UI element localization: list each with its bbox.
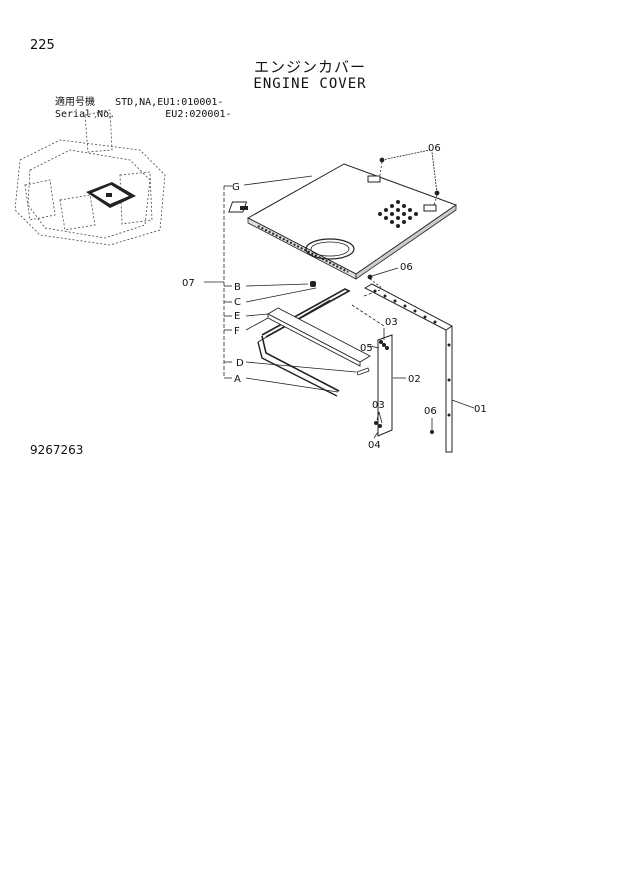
serial-value-1: STD,NA,EU1:010001- <box>115 97 224 108</box>
vent-grille <box>378 200 418 228</box>
callout-b: B <box>234 282 241 293</box>
foam-strip-f <box>267 307 371 367</box>
hinge-brackets <box>367 175 437 212</box>
leader-lines <box>204 175 475 409</box>
callout-07: 07 <box>182 278 195 289</box>
callout-03-lower: 03 <box>372 400 385 411</box>
page-number: 225 <box>30 38 55 53</box>
bracket-01 <box>363 283 453 453</box>
serial-label-en: Serial No. <box>55 109 116 120</box>
machine-thumbnail <box>14 109 166 246</box>
callout-f: F <box>234 326 240 337</box>
callout-e: E <box>234 311 240 322</box>
small-hardware <box>369 328 434 439</box>
title-japanese: エンジンカバー <box>253 58 366 76</box>
callout-03-upper: 03 <box>385 317 398 328</box>
callout-labels: 06 06 07 G B C E F D A 03 05 02 01 03 04… <box>182 143 487 451</box>
bolt-06-mid <box>367 267 399 289</box>
side-plate-02 <box>377 334 393 437</box>
serial-line-1: 適用号機 STD,NA,EU1:010001- <box>55 97 223 109</box>
serial-value-2: EU2:020001- <box>165 109 232 120</box>
callout-02: 02 <box>408 374 421 385</box>
lock-latch <box>228 201 248 213</box>
drawing-number: 9267263 <box>30 443 84 457</box>
engine-cover-panel <box>228 163 458 280</box>
seal-b <box>310 281 316 287</box>
bolt-06-top <box>379 149 440 206</box>
callout-06-top: 06 <box>428 143 441 154</box>
serial-label-jp: 適用号機 <box>55 97 95 108</box>
strip-d <box>356 367 370 376</box>
callout-d: D <box>236 358 244 369</box>
callout-01: 01 <box>474 404 487 415</box>
callout-04: 04 <box>368 440 381 451</box>
callout-c: C <box>234 297 241 308</box>
title-english: ENGINE COVER <box>253 76 367 92</box>
callout-g: G <box>232 182 240 193</box>
serial-line-2: Serial No. EU2:020001- <box>55 109 232 121</box>
seal-strips <box>257 288 351 397</box>
callout-06-low: 06 <box>424 406 437 417</box>
callout-a: A <box>234 374 241 385</box>
callout-05: 05 <box>360 343 373 354</box>
machine-thumbnail-highlight <box>86 182 136 208</box>
callout-06-mid: 06 <box>400 262 413 273</box>
